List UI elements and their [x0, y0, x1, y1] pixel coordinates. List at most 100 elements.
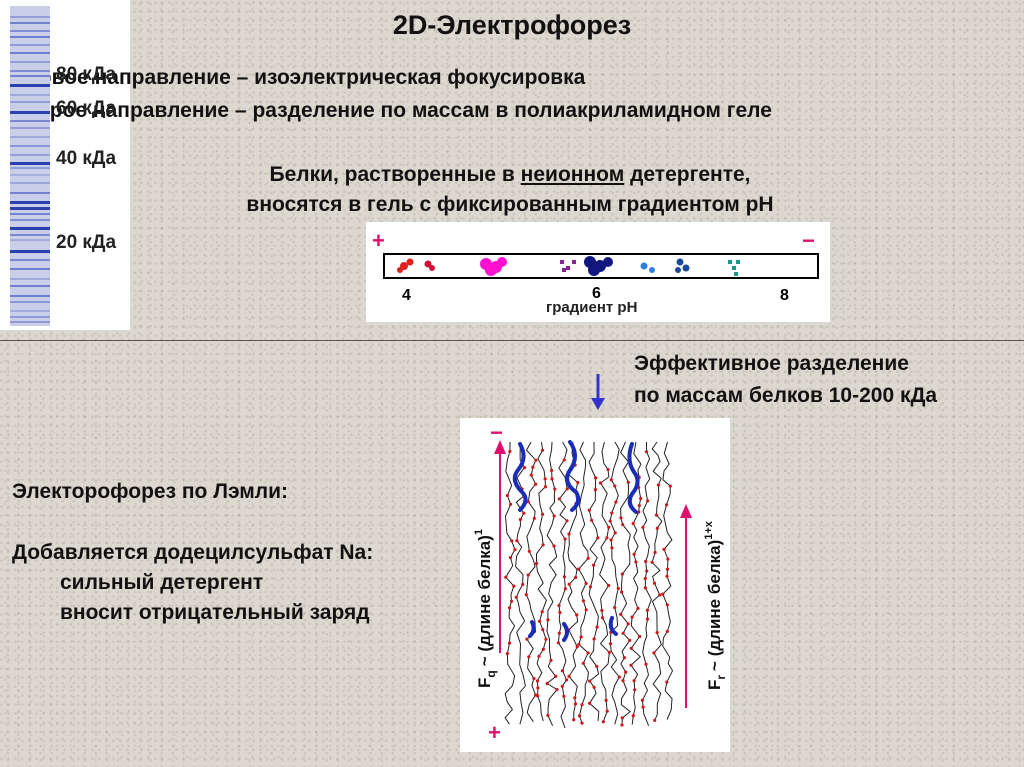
marker-20: 20 кДа	[56, 232, 117, 253]
marker-band	[10, 219, 50, 221]
crosslink-dot	[567, 674, 571, 678]
crosslink-dot	[507, 641, 512, 645]
crosslink-dot	[604, 698, 608, 702]
crosslink-dot	[641, 525, 645, 529]
crosslink-dot	[656, 483, 660, 487]
right-force-F: F	[705, 680, 724, 690]
crosslink-dot	[579, 635, 583, 639]
crosslink-dot	[664, 503, 669, 507]
crosslink-dot	[643, 576, 647, 581]
marker-band	[10, 259, 50, 261]
crosslink-dot	[640, 698, 644, 702]
crosslink-dot	[665, 629, 669, 633]
crosslink-dot	[512, 584, 516, 588]
marker-band	[10, 22, 50, 24]
crosslink-dot	[508, 556, 513, 560]
gel-diagram: − + Fq~ (длине белка)1 Fr~ (длине белка)…	[473, 420, 728, 745]
crosslink-dot	[619, 612, 623, 616]
crosslink-dot	[610, 511, 614, 515]
crosslink-dot	[644, 662, 648, 666]
ph-tick-4: 4	[402, 287, 411, 304]
marker-band	[10, 174, 50, 176]
crosslink-dot	[567, 582, 571, 586]
marker-band	[10, 239, 50, 241]
effective-line1: Эффективное разделение	[634, 352, 909, 375]
crosslink-dot	[645, 569, 649, 573]
crosslink-dot	[534, 561, 539, 566]
marker-band	[10, 268, 50, 270]
marker-band	[10, 162, 50, 165]
crosslink-dot	[613, 484, 617, 488]
crosslink-dot	[584, 581, 588, 585]
crosslink-dot	[580, 703, 584, 707]
marker-band	[10, 192, 50, 194]
crosslink-dot	[549, 658, 553, 662]
crosslink-dot	[527, 655, 531, 659]
right-force-text: ~ (длине белка)	[705, 540, 724, 671]
polymer-strand	[630, 441, 642, 725]
crosslink-dot	[630, 615, 634, 619]
proteins-pre: Белки, растворенные в	[269, 163, 521, 186]
marker-band	[10, 234, 50, 236]
crosslink-dot	[645, 608, 649, 612]
polymer-strand	[641, 442, 652, 726]
gel-mesh	[504, 441, 674, 729]
crosslink-dot	[621, 523, 625, 527]
crosslink-dot	[614, 500, 618, 504]
crosslink-dot	[580, 721, 584, 725]
crosslink-dot	[558, 610, 562, 615]
crosslink-dot	[532, 676, 536, 681]
crosslink-dot	[668, 484, 672, 488]
crosslink-dot	[572, 718, 576, 722]
crosslink-dot	[556, 641, 560, 645]
crosslink-dot	[536, 686, 540, 690]
crosslink-dot	[584, 608, 588, 612]
crosslink-dot	[661, 592, 665, 596]
crosslink-dot	[543, 485, 547, 489]
marker-band	[10, 101, 50, 103]
crosslink-dot	[613, 531, 617, 535]
marker-band	[10, 61, 50, 63]
down-arrow-icon	[591, 374, 605, 410]
gel-minus-sign: −	[490, 420, 503, 445]
ph-gradient-panel: + − 4 6 8 градиент pH	[366, 222, 830, 322]
crosslink-dot	[531, 465, 535, 469]
crosslink-dot	[626, 480, 630, 484]
crosslink-dot	[621, 679, 625, 683]
crosslink-dot	[662, 547, 666, 551]
crosslink-dot	[609, 478, 613, 482]
polymer-strand	[504, 441, 516, 725]
crosslink-dot	[665, 603, 669, 607]
crosslink-dot	[606, 467, 610, 472]
marker-80: 80 кДа	[56, 64, 117, 85]
crosslink-dot	[607, 650, 611, 654]
crosslink-dot	[577, 642, 581, 646]
crosslink-dot	[546, 713, 550, 717]
crosslink-dot	[532, 516, 536, 520]
crosslink-dot	[622, 656, 626, 660]
crosslink-dot	[541, 647, 545, 651]
marker-40: 40 кДа	[56, 148, 117, 169]
crosslink-dot	[592, 685, 596, 689]
ph-plus-sign: +	[372, 228, 385, 253]
crosslink-dot	[524, 593, 528, 597]
crosslink-dot	[521, 582, 525, 587]
crosslink-dot	[522, 511, 526, 515]
crosslink-dot	[534, 482, 538, 486]
crosslink-dot	[550, 468, 554, 472]
crosslink-dot	[619, 516, 623, 520]
crosslink-dot	[620, 723, 624, 727]
crosslink-dot	[557, 631, 561, 635]
marker-band	[10, 120, 50, 122]
svg-text:Fq~ (длине белка)1: Fq~ (длине белка)1	[473, 529, 498, 688]
crosslink-dot	[631, 521, 635, 526]
crosslink-dot	[610, 546, 614, 550]
crosslink-dot	[562, 575, 566, 579]
crosslink-dot	[538, 619, 542, 623]
crosslink-dot	[607, 583, 611, 588]
crosslink-dot	[653, 718, 657, 722]
crosslink-dot	[644, 559, 648, 564]
ph-minus-sign: −	[802, 228, 815, 253]
right-force-sub: r	[714, 675, 728, 680]
crosslink-dot	[588, 585, 592, 589]
